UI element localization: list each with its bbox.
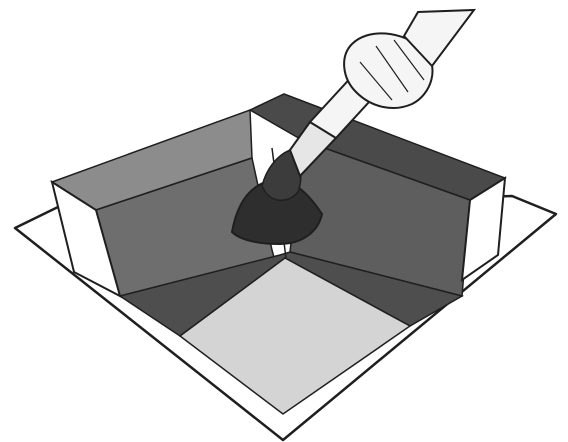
diagram-stage [0, 0, 568, 442]
corner-sealing-illustration [0, 0, 568, 442]
